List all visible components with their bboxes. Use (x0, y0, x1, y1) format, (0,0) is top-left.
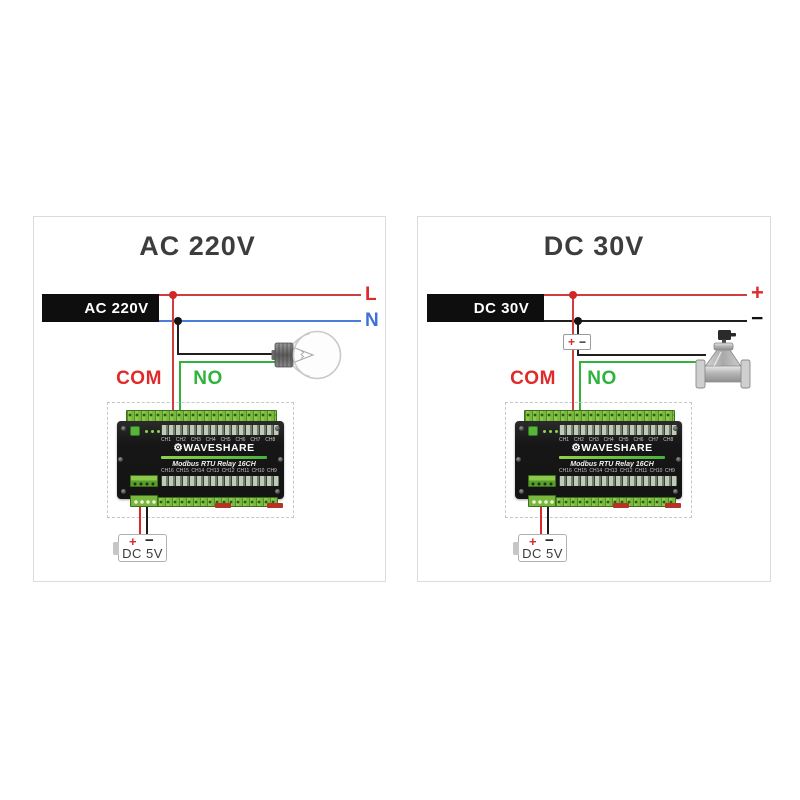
source-bar: DC 30V (427, 294, 544, 322)
neutral-label: N (365, 310, 379, 331)
psu-wire-positive (139, 500, 141, 534)
brand-logo: ⚙WAVESHARE (173, 442, 255, 454)
din-clip (267, 503, 283, 508)
brand-logo: ⚙WAVESHARE (571, 442, 653, 454)
battery-terminal-tab (113, 542, 119, 555)
psu-label: DC 5V (522, 546, 563, 561)
dc-in-connector (528, 475, 556, 487)
com-label: COM (116, 368, 162, 389)
polarity-plus: + (567, 335, 575, 349)
channel-labels-bottom: CH16 CH15 CH14 CH13 CH12 CH11 CH10 CH9 (559, 468, 675, 474)
power-wire-terminal (528, 495, 556, 507)
positive-label: + (751, 280, 764, 305)
model-label: Modbus RTU Relay 16CH (570, 461, 654, 468)
junction-dot-negative (574, 317, 582, 325)
relay-board: CH1 CH2 CH3 CH4 CH5 CH6 CH7 CH8 ⚙WAVESHA… (515, 410, 682, 508)
channel-labels-top: CH1 CH2 CH3 CH4 CH5 CH6 CH7 CH8 (559, 437, 674, 443)
power-indicator-icon (130, 426, 140, 436)
psu-wire-positive (540, 500, 542, 534)
dc-5v-supply: + − DC 5V (513, 532, 567, 562)
din-clip (613, 503, 629, 508)
wire-com (572, 295, 574, 417)
panel-dc-30v: DC 30V DC 30V + − + − (417, 216, 771, 582)
wire-load-black-horiz (577, 354, 706, 356)
com-label: COM (510, 368, 556, 389)
psu-minus-label: − (145, 532, 154, 549)
status-led (145, 430, 148, 433)
polarity-minus: − (579, 335, 587, 349)
panel-ac-220v: AC 220V AC 220V L N (33, 216, 386, 582)
wire-no-vert (179, 361, 181, 417)
psu-plus-label: + (129, 534, 137, 549)
dc-in-connector (130, 475, 158, 487)
wire-live (42, 294, 361, 296)
wire-load-black-horiz (177, 353, 280, 355)
wire-load-black-vert (577, 347, 579, 356)
no-label: NO (193, 368, 223, 389)
wire-load-black-vert (177, 321, 179, 355)
psu-label: DC 5V (122, 546, 163, 561)
relay-dashed-outline (107, 402, 294, 518)
wire-no-horiz (179, 361, 280, 363)
live-label: L (365, 284, 377, 305)
relay-board: CH1 CH2 CH3 CH4 CH5 CH6 CH7 CH8 ⚙WAVESHA… (117, 410, 284, 508)
gear-icon: ⚙ (173, 442, 184, 454)
relay-screw-row-top (559, 425, 677, 435)
wire-no-vert (579, 361, 581, 417)
din-clip (215, 503, 231, 508)
wire-load-black-drop (577, 321, 579, 337)
solenoid-valve-icon (695, 330, 751, 389)
polarity-marker-box: + − (563, 334, 591, 350)
relay-dashed-outline (505, 402, 692, 518)
source-bar-label: DC 30V (473, 299, 530, 317)
junction-dot-positive (569, 291, 577, 299)
channel-labels-bottom: CH16 CH15 CH14 CH13 CH12 CH11 CH10 CH9 (161, 468, 277, 474)
relay-screw-row-bottom (559, 476, 677, 486)
status-led (555, 430, 558, 433)
wire-no-horiz (579, 361, 702, 363)
panel-title: DC 30V (543, 231, 645, 261)
status-led (151, 430, 154, 433)
battery-terminal-tab (513, 542, 519, 555)
psu-plus-label: + (529, 534, 537, 549)
light-bulb-icon (271, 330, 342, 380)
power-wire-terminal (130, 495, 158, 507)
wire-positive (427, 294, 747, 296)
wire-neutral (156, 320, 361, 322)
psu-minus-label: − (545, 532, 554, 549)
junction-dot-neutral (174, 317, 182, 325)
psu-wire-negative (547, 500, 549, 534)
relay-screw-row-top (161, 425, 279, 435)
power-indicator-icon (528, 426, 538, 436)
wire-negative (541, 320, 747, 322)
relay-screw-row-bottom (161, 476, 279, 486)
wire-com (172, 295, 174, 417)
status-led (157, 430, 160, 433)
model-label: Modbus RTU Relay 16CH (172, 461, 256, 468)
source-bar-label: AC 220V (84, 299, 149, 317)
junction-dot-live (169, 291, 177, 299)
channel-labels-top: CH1 CH2 CH3 CH4 CH5 CH6 CH7 CH8 (161, 437, 276, 443)
panel-title: AC 220V (139, 231, 256, 261)
status-led (543, 430, 546, 433)
negative-label: − (751, 307, 764, 330)
gear-icon: ⚙ (571, 442, 582, 454)
status-led (549, 430, 552, 433)
logo-green-bar (161, 456, 267, 459)
din-clip (665, 503, 681, 508)
source-bar: AC 220V (42, 294, 159, 322)
psu-wire-negative (146, 500, 148, 534)
logo-green-bar (559, 456, 665, 459)
no-label: NO (587, 368, 617, 389)
dc-5v-supply: + − DC 5V (113, 532, 167, 562)
